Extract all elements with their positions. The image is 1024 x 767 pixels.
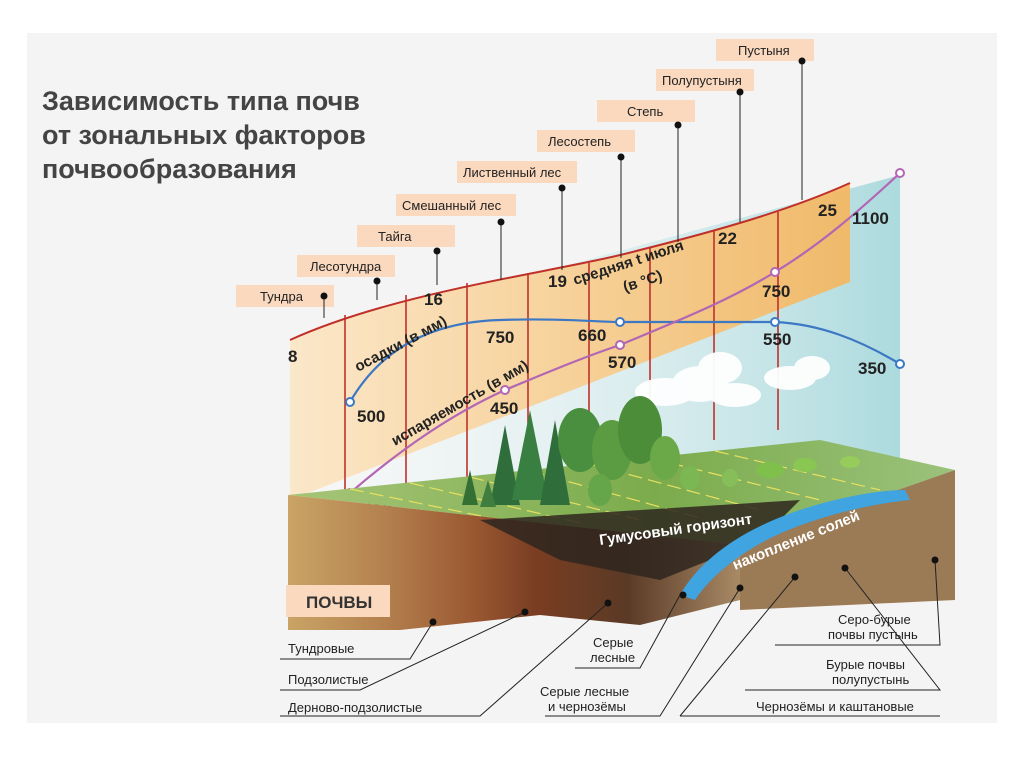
zone-label-forest-steppe: Лесостепь: [548, 134, 611, 149]
evap-value-570: 570: [608, 353, 636, 372]
evap-value-1100: 1100: [852, 209, 889, 228]
soil-label-gray-brown-1: Серо-бурые: [838, 612, 911, 627]
soil-label-gray-forest-1: Серые: [593, 635, 633, 650]
soil-label-brown-semi-2: полупустынь: [832, 672, 909, 687]
soil-label-tundra: Тундровые: [288, 641, 354, 656]
zone-tags: Тундра Лесотундра Тайга Смешанный лес: [236, 39, 814, 318]
zone-tag-semi-desert: Полупустыня: [656, 69, 754, 222]
evap-value-450: 450: [490, 399, 518, 418]
title-line-3: почвообразования: [42, 154, 297, 184]
zone-label-tundra: Тундра: [260, 289, 304, 304]
soils-heading: ПОЧВЫ: [306, 593, 372, 612]
soil-pointers: [280, 559, 942, 717]
soil-label-brown-semi-1: Бурые почвы: [826, 657, 905, 672]
cloud-icon: [635, 352, 830, 407]
zone-label-taiga: Тайга: [378, 229, 412, 244]
soil-label-gray-chernozem-2: и чернозёмы: [548, 699, 626, 714]
zone-tag-forest-steppe: Лесостепь: [537, 130, 635, 258]
precip-value-750: 750: [486, 328, 514, 347]
temp-value-22: 22: [718, 229, 737, 248]
zone-label-semi-desert: Полупустыня: [662, 73, 742, 88]
precip-value-550: 550: [763, 330, 791, 349]
zone-tag-deciduous-forest: Лиственный лес: [457, 161, 577, 270]
zone-tag-steppe: Степь: [597, 100, 695, 242]
precip-value-500: 500: [357, 407, 385, 426]
soil-label-podzolic: Подзолистые: [288, 672, 369, 687]
precip-value-660: 660: [578, 326, 606, 345]
zone-tag-tundra: Тундра: [236, 285, 334, 318]
temperature-band: [290, 183, 850, 500]
zone-label-forest-tundra: Лесотундра: [310, 259, 382, 274]
soil-front: [288, 495, 740, 630]
zone-tag-mixed-forest: Смешанный лес: [396, 194, 516, 280]
precipitation-points: [345, 317, 905, 407]
precip-value-350: 350: [858, 359, 886, 378]
zone-tag-forest-tundra: Лесотундра: [297, 255, 395, 300]
temp-value-19: 19: [548, 272, 567, 291]
temp-value-8: 8: [288, 347, 297, 366]
evap-value-750: 750: [762, 282, 790, 301]
soil-pointer-dots: [429, 556, 939, 626]
page-title: Зависимость типа почв от зональных факто…: [42, 84, 442, 186]
temp-value-16: 16: [424, 290, 443, 309]
title-line-2: от зональных факторов: [42, 120, 366, 150]
zone-label-steppe: Степь: [627, 104, 663, 119]
zone-label-mixed-forest: Смешанный лес: [402, 198, 502, 213]
zone-label-deciduous-forest: Лиственный лес: [463, 165, 562, 180]
zone-tag-taiga: Тайга: [357, 225, 455, 285]
soil-label-gray-brown-2: почвы пустынь: [828, 627, 918, 642]
salt-river: [680, 490, 910, 600]
soil-label-gray-chernozem-1: Серые лесные: [540, 684, 629, 699]
temp-value-25: 25: [818, 201, 837, 220]
soil-label-sod-podzolic: Дерново-подзолистые: [288, 700, 422, 715]
zone-tag-desert: Пустыня: [716, 39, 814, 200]
zone-label-desert: Пустыня: [738, 43, 790, 58]
humus-horizon: [480, 500, 800, 580]
title-line-1: Зависимость типа почв: [42, 86, 360, 116]
tree-icon: [436, 396, 860, 529]
soil-label-gray-forest-2: лесные: [590, 650, 635, 665]
soil-label-chernozem-chestnut: Чернозёмы и каштановые: [756, 699, 914, 714]
